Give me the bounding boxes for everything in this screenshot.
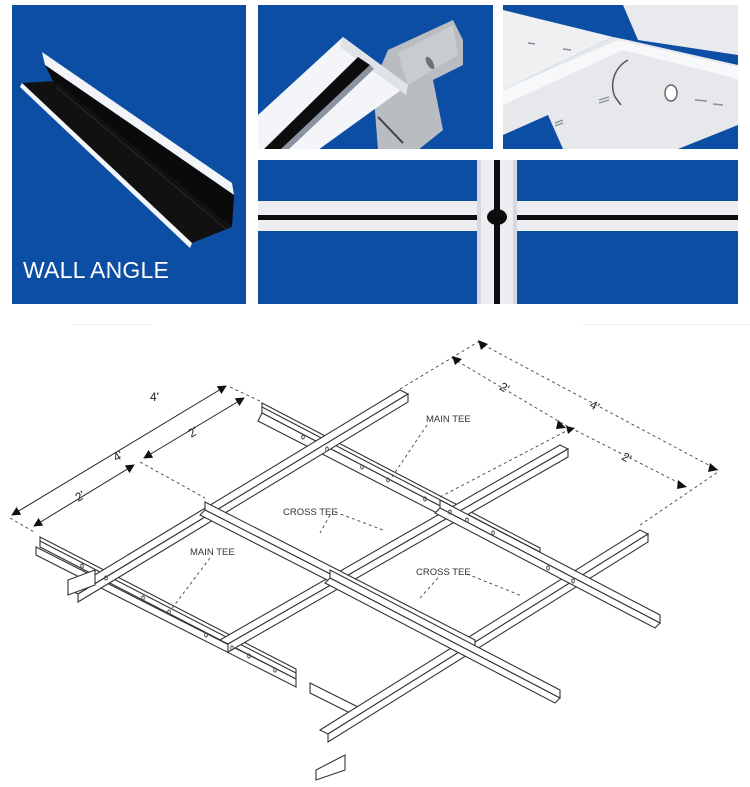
- label-main-tee-top: MAIN TEE: [426, 414, 471, 425]
- dim-right-outer-4ft: 4': [587, 397, 601, 414]
- label-cross-tee-right: CROSS TEE: [416, 567, 471, 578]
- tee-junction-photo: [503, 5, 738, 149]
- dim-left-outer-4ft: 4': [111, 448, 126, 465]
- dim-left-upper-2ft: 2': [186, 424, 201, 441]
- label-cross-tee-center: CROSS TEE: [283, 507, 338, 518]
- grid-face-photo: [258, 160, 738, 304]
- ceiling-grid-diagram: 4' 4' 2' 2' 2' 4' 2' MAIN TEE CROSS TEE …: [0, 318, 750, 782]
- dim-left-lower-2ft: 2': [73, 488, 88, 505]
- wall-angle-label: WALL ANGLE: [23, 257, 170, 283]
- dim-left-top-4ft: 4': [150, 390, 159, 404]
- dim-right-lower-2ft: 2': [619, 449, 633, 466]
- wall-angle-image: [12, 5, 246, 304]
- divider-left: [72, 324, 152, 325]
- main-tee-end-photo: [258, 5, 493, 149]
- grid-face-image: [258, 160, 738, 304]
- wall-angle-photo: WALL ANGLE: [12, 5, 246, 304]
- ceiling-grid-drawing: 4' 4' 2' 2' 2' 4' 2' MAIN TEE CROSS TEE …: [9, 340, 719, 781]
- label-main-tee-left: MAIN TEE: [190, 547, 235, 558]
- divider-right: [583, 324, 750, 325]
- dim-right-upper-2ft: 2': [497, 379, 511, 396]
- main-tee-end-image: [258, 5, 493, 149]
- tee-junction-image: [503, 5, 738, 149]
